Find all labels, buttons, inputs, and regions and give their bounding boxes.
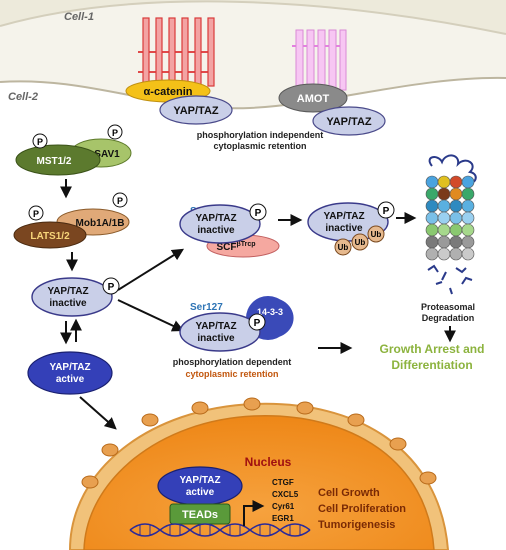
svg-text:P: P — [117, 196, 123, 206]
ubiquitin-1: Ub — [334, 238, 352, 256]
svg-text:P: P — [254, 318, 261, 329]
yap-taz-amot-bound: YAP/TAZ — [312, 106, 386, 136]
svg-text:active: active — [186, 487, 215, 498]
svg-text:inactive: inactive — [325, 223, 363, 234]
phospho-marker-mob: P — [112, 192, 128, 208]
outcome-cell-proliferation: Cell Proliferation — [318, 503, 406, 515]
proteasomal-label-line1: Proteasomal — [421, 302, 475, 312]
yap-taz-alpha-catenin-bound: YAP/TAZ — [159, 95, 233, 125]
svg-text:P: P — [255, 208, 262, 219]
svg-text:SAV1: SAV1 — [94, 149, 120, 160]
svg-text:YAP/TAZ: YAP/TAZ — [323, 211, 364, 222]
svg-text:Mob1A/1B: Mob1A/1B — [76, 218, 125, 229]
gene-egr1: EGR1 — [272, 514, 294, 523]
arrow-to-ser127 — [117, 299, 185, 332]
phospho-marker-lats: P — [28, 205, 44, 221]
svg-text:P: P — [33, 209, 39, 219]
ubiquitin-3: Ub — [367, 225, 385, 243]
phospho-marker-ub-yap: P — [377, 201, 395, 219]
independent-retention-line1: phosphorylation independent — [197, 130, 324, 140]
dependent-retention-line2: cytoplasmic retention — [185, 369, 278, 379]
yap-taz-inactive-ser127: YAP/TAZ inactive — [179, 312, 261, 352]
independent-retention-line2: cytoplasmic retention — [213, 141, 306, 151]
svg-text:Ub: Ub — [338, 243, 349, 252]
phospho-marker-yap-left: P — [102, 277, 120, 295]
svg-text:P: P — [37, 137, 43, 147]
svg-text:P: P — [112, 128, 118, 138]
amot: AMOT — [278, 83, 348, 113]
phospho-marker-mst: P — [32, 133, 48, 149]
svg-text:inactive: inactive — [49, 298, 87, 309]
svg-text:14-3-3: 14-3-3 — [257, 307, 283, 317]
dna-helix — [129, 523, 311, 537]
svg-text:AMOT: AMOT — [297, 93, 330, 105]
yap-taz-inactive-ser381: YAP/TAZ inactive — [179, 204, 261, 244]
peptide-fragments — [427, 264, 473, 295]
cell-2-label: Cell-2 — [8, 91, 38, 103]
proteasome — [425, 154, 477, 261]
growth-arrest-line1: Growth Arrest and — [380, 342, 485, 356]
svg-text:YAP/TAZ: YAP/TAZ — [49, 362, 90, 373]
outcome-cell-growth: Cell Growth — [318, 487, 380, 499]
svg-text:MST1/2: MST1/2 — [36, 156, 71, 167]
arrow-to-ser381 — [117, 248, 185, 291]
phospho-marker-sav: P — [107, 124, 123, 140]
svg-text:YAP/TAZ: YAP/TAZ — [195, 321, 236, 332]
gene-cxcl5: CXCL5 — [272, 490, 299, 499]
transcription-arrow — [243, 500, 265, 526]
target-genes: CTGF CXCL5 Cyr61 EGR1 — [272, 478, 299, 523]
cell-membranes — [0, 0, 506, 110]
svg-text:inactive: inactive — [197, 225, 235, 236]
dependent-retention-line1: phosphorylation dependent — [173, 357, 292, 367]
cell-1-label: Cell-1 — [64, 11, 94, 23]
gene-ctgf: CTGF — [272, 478, 294, 487]
svg-text:active: active — [56, 374, 85, 385]
arrow-active-to-nucleus — [79, 396, 117, 430]
svg-text:SCFβTrcp: SCFβTrcp — [216, 241, 255, 253]
mst1-2: MST1/2 — [15, 144, 101, 176]
phospho-marker-ser127: P — [248, 313, 266, 331]
svg-text:α-catenin: α-catenin — [144, 86, 193, 98]
svg-text:TEADs: TEADs — [182, 509, 218, 521]
svg-text:YAP/TAZ: YAP/TAZ — [326, 116, 372, 128]
outcome-tumorigenesis: Tumorigenesis — [318, 519, 395, 531]
ser127-label: Ser127 — [190, 302, 223, 313]
yap-taz-inactive-left: YAP/TAZ inactive — [31, 277, 113, 317]
svg-text:YAP/TAZ: YAP/TAZ — [179, 475, 220, 486]
svg-text:YAP/TAZ: YAP/TAZ — [47, 286, 88, 297]
nucleus-label: Nucleus — [245, 455, 292, 469]
svg-text:Ub: Ub — [371, 230, 382, 239]
proteasomal-label-line2: Degradation — [422, 313, 475, 323]
yap-taz-active: YAP/TAZ active — [27, 351, 113, 395]
growth-arrest-line2: Differentiation — [391, 358, 472, 372]
svg-text:YAP/TAZ: YAP/TAZ — [173, 105, 219, 117]
svg-text:inactive: inactive — [197, 333, 235, 344]
teads: TEADs — [169, 503, 231, 525]
svg-text:P: P — [108, 282, 115, 293]
lats1-2: LATS1/2 — [13, 221, 87, 249]
outcomes: Cell Growth Cell Proliferation Tumorigen… — [318, 487, 406, 531]
yap-taz-active-nuclear: YAP/TAZ active — [157, 466, 243, 506]
gene-cyr61: Cyr61 — [272, 502, 295, 511]
svg-text:YAP/TAZ: YAP/TAZ — [195, 213, 236, 224]
svg-text:P: P — [383, 206, 390, 217]
svg-text:LATS1/2: LATS1/2 — [30, 231, 70, 242]
svg-text:Ub: Ub — [355, 238, 366, 247]
ubiquitin-2: Ub — [351, 233, 369, 251]
phospho-marker-ser381: P — [249, 203, 267, 221]
